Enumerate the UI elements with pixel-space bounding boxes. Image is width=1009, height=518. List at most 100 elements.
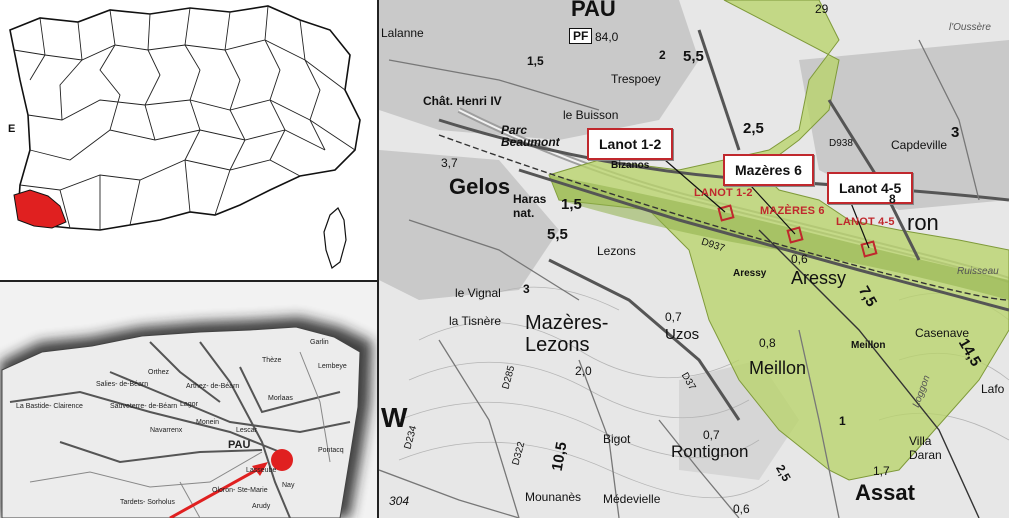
road-d938: D938 (829, 138, 853, 149)
road-304: 304 (389, 494, 410, 508)
highlighted-department (13, 189, 67, 229)
regional-road-map: PAU Oloron- Ste-Marie Lescar Nay Morlaas… (0, 282, 379, 518)
regional-map-svg: PAU Oloron- Ste-Marie Lescar Nay Morlaas… (0, 282, 377, 518)
num-1-7: 1,7 (873, 464, 890, 478)
topo-map-svg (379, 0, 1009, 518)
num-1-5-a: 1,5 (561, 196, 582, 213)
num-8: 8 (889, 192, 896, 206)
regional-label-salies: Salies- de-Béarn (96, 381, 148, 388)
num-2-0: 2,0 (575, 364, 592, 378)
site-callout-lanot-1-2: Lanot 1-2 (587, 128, 674, 160)
place-ron: ron (907, 210, 939, 235)
topographic-detail-map: Lanot 1-2 Mazères 6 Lanot 4-5 LANOT 1-2 … (379, 0, 1009, 518)
site-label-mazeres-6: MAZÈRES 6 (760, 205, 825, 217)
corsica-island (323, 207, 347, 269)
place-villa-daran: Villa Daran (909, 434, 942, 462)
num-5-5-b: 5,5 (683, 48, 704, 65)
regional-label-oloron: Oloron- Ste-Marie (212, 487, 268, 494)
num-1: 1 (839, 414, 846, 428)
place-la-tisnere: la Tisnère (449, 314, 502, 328)
regional-label-navarrenx: Navarrenx (150, 427, 183, 434)
place-bizanos: Bizanos (611, 160, 650, 171)
site-label-lanot-4-5: LANOT 4-5 (836, 216, 895, 228)
place-mazeres-lezons: Mazères- Lezons (525, 312, 609, 356)
num-3-7: 3,7 (441, 156, 458, 170)
num-2: 2 (659, 48, 666, 62)
regional-label-labastide: La Bastide- Clairence (16, 403, 83, 410)
place-mounanes: Mounanès (525, 490, 582, 504)
site-callout-mazeres-6: Mazères 6 (723, 154, 814, 186)
regional-label-theze: Thèze (262, 357, 282, 364)
regional-label-monein: Monein (196, 419, 219, 426)
place-aressy: Aressy (791, 268, 847, 288)
place-assat: Assat (855, 480, 915, 505)
place-le-buisson: le Buisson (563, 108, 619, 122)
num-0-7-b: 0,7 (703, 428, 720, 442)
place-ruisseau: Ruisseau (957, 266, 999, 277)
regional-label-arudy: Arudy (252, 503, 271, 510)
place-bigot: Bigot (603, 432, 631, 446)
france-departments-svg: E (0, 0, 377, 280)
place-chat-henri-iv: Chât. Henri IV (423, 94, 502, 108)
place-oussere: l'Oussère (949, 22, 991, 33)
num-3-a: 3 (951, 124, 960, 141)
num-0-7-a: 0,7 (665, 310, 682, 324)
urban-areas (379, 0, 1009, 480)
place-meillon-small: Meillon (851, 340, 886, 351)
place-lafo: Lafo (981, 382, 1005, 396)
place-aressy-small: Aressy (733, 268, 767, 279)
place-pf-altitude: 84,0 (595, 30, 619, 44)
regional-label-lagor: Lagor (180, 401, 199, 408)
place-medevielle: Médevielle (603, 492, 661, 506)
site-leader-lines (664, 159, 870, 249)
site-square-lanot-1-2 (717, 204, 735, 222)
num-5-5-a: 5,5 (547, 226, 568, 243)
num-3-b: 3 (523, 282, 530, 296)
place-le-vignal: le Vignal (455, 286, 501, 300)
place-uzos: Uzos (665, 326, 700, 343)
num-0-8: 0,8 (759, 336, 776, 350)
regional-label-arthez: Arthez- de-Béarn (186, 383, 239, 390)
place-gelos: Gelos (449, 174, 511, 199)
regional-label-pau: PAU (228, 439, 250, 451)
place-lalanne: Lalanne (381, 26, 424, 40)
regional-label-tardets: Tardets- Sorholus (120, 499, 175, 506)
department-shape (1, 326, 361, 518)
place-pf: PF (569, 28, 593, 44)
place-haras-nat: Haras nat. (513, 192, 547, 220)
place-pau: PAU (571, 0, 616, 21)
num-0-6-b: 0,6 (733, 502, 750, 516)
place-parc-beaumont: Parc Beaumont (501, 123, 560, 149)
place-capdeville: Capdeville (891, 138, 948, 152)
regional-roads (9, 341, 351, 518)
site-square-mazeres-6 (786, 226, 804, 244)
regional-label-lescar: Lescar (236, 427, 258, 434)
regional-label-pontacq: Pontacq (318, 447, 344, 454)
france-outline (9, 5, 361, 231)
num-0-6: 0,6 (791, 252, 808, 266)
regional-label-sauveterre: Sauveterre- de-Béarn (110, 403, 177, 410)
map-edge-letter: E (8, 123, 15, 135)
regional-label-nay: Nay (282, 482, 295, 489)
department-borders (13, 5, 356, 230)
place-trespoey: Trespoey (611, 72, 661, 86)
regional-arrow (169, 465, 263, 518)
regional-label-garlin: Garlin (310, 339, 329, 346)
num-2-5: 2,5 (743, 120, 764, 137)
regional-label-lasseube: Lasseube (246, 467, 276, 474)
railway (438, 134, 1009, 518)
place-casenave: Casenave (915, 326, 970, 340)
regional-label-orthez: Orthez (148, 369, 170, 376)
france-overview-map: E (0, 0, 379, 282)
site-label-lanot-1-2: LANOT 1-2 (694, 187, 753, 199)
regional-label-morlaas: Morlaas (268, 395, 293, 402)
num-29: 29 (815, 2, 829, 16)
map-letter-w: W (381, 402, 408, 433)
place-lezons: Lezons (597, 244, 636, 258)
place-meillon: Meillon (749, 358, 807, 378)
num-1-5-b: 1,5 (527, 54, 544, 68)
site-callout-lanot-4-5: Lanot 4-5 (827, 172, 914, 204)
regional-label-lembeye: Lembeye (318, 363, 347, 370)
study-area-marker (271, 449, 293, 471)
place-rontignon: Rontignon (671, 442, 749, 461)
